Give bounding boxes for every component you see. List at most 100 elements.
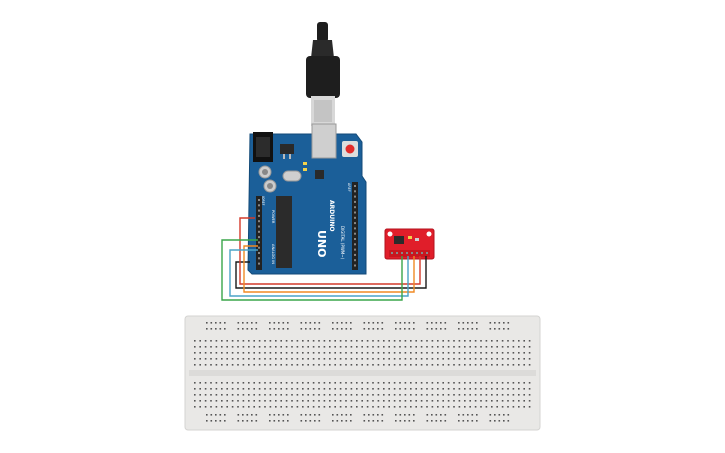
breadboard-hole[interactable] — [204, 394, 207, 396]
breadboard-hole[interactable] — [501, 406, 504, 408]
breadboard-hole[interactable] — [314, 420, 316, 422]
breadboard-hole[interactable] — [377, 352, 380, 354]
breadboard-hole[interactable] — [464, 352, 466, 354]
breadboard-hole[interactable] — [215, 382, 218, 384]
breadboard-hole[interactable] — [345, 420, 348, 422]
breadboard-hole[interactable] — [242, 388, 245, 390]
breadboard-hole[interactable] — [231, 406, 234, 408]
breadboard-hole[interactable] — [264, 400, 266, 402]
breadboard-hole[interactable] — [361, 382, 363, 384]
breadboard-hole[interactable] — [341, 414, 343, 416]
breadboard-hole[interactable] — [215, 388, 218, 390]
header-pin[interactable] — [354, 253, 356, 256]
breadboard-hole[interactable] — [210, 358, 212, 360]
breadboard-hole[interactable] — [462, 420, 465, 422]
breadboard-hole[interactable] — [350, 382, 353, 384]
breadboard-hole[interactable] — [471, 414, 474, 416]
breadboard-hole[interactable] — [258, 400, 261, 402]
breadboard-hole[interactable] — [221, 382, 223, 384]
breadboard-hole[interactable] — [372, 364, 374, 366]
breadboard-hole[interactable] — [489, 420, 492, 422]
breadboard-hole[interactable] — [462, 328, 465, 330]
breadboard-hole[interactable] — [507, 352, 509, 354]
breadboard-hole[interactable] — [462, 322, 465, 324]
header-pin[interactable] — [258, 241, 260, 244]
breadboard-hole[interactable] — [285, 382, 288, 384]
breadboard-hole[interactable] — [269, 420, 271, 422]
breadboard-hole[interactable] — [366, 340, 369, 342]
breadboard-hole[interactable] — [334, 352, 336, 354]
breadboard-hole[interactable] — [458, 340, 461, 342]
breadboard-hole[interactable] — [523, 340, 525, 342]
breadboard-hole[interactable] — [377, 414, 379, 416]
breadboard-hole[interactable] — [199, 352, 201, 354]
breadboard-hole[interactable] — [366, 346, 369, 348]
breadboard-hole[interactable] — [291, 340, 293, 342]
breadboard-hole[interactable] — [318, 382, 320, 384]
breadboard-hole[interactable] — [408, 420, 411, 422]
breadboard-hole[interactable] — [458, 322, 460, 324]
breadboard-hole[interactable] — [476, 322, 478, 324]
breadboard-hole[interactable] — [469, 388, 471, 390]
breadboard-hole[interactable] — [323, 394, 326, 396]
breadboard-hole[interactable] — [350, 322, 352, 324]
breadboard-hole[interactable] — [332, 420, 334, 422]
breadboard-hole[interactable] — [431, 358, 434, 360]
breadboard-hole[interactable] — [474, 388, 477, 390]
breadboard-hole[interactable] — [512, 394, 515, 396]
breadboard-hole[interactable] — [253, 382, 255, 384]
breadboard-hole[interactable] — [285, 346, 288, 348]
breadboard-hole[interactable] — [307, 400, 309, 402]
breadboard-hole[interactable] — [408, 414, 411, 416]
breadboard-hole[interactable] — [528, 394, 531, 396]
breadboard-hole[interactable] — [251, 322, 253, 324]
breadboard-hole[interactable] — [377, 340, 380, 342]
breadboard-hole[interactable] — [366, 394, 369, 396]
breadboard-hole[interactable] — [469, 394, 471, 396]
breadboard-hole[interactable] — [471, 420, 474, 422]
breadboard-hole[interactable] — [318, 340, 320, 342]
breadboard-hole[interactable] — [231, 346, 234, 348]
breadboard-hole[interactable] — [237, 382, 239, 384]
breadboard-hole[interactable] — [350, 394, 353, 396]
breadboard-hole[interactable] — [285, 358, 288, 360]
breadboard-hole[interactable] — [496, 394, 498, 396]
breadboard-hole[interactable] — [345, 358, 347, 360]
breadboard-hole[interactable] — [269, 328, 271, 330]
breadboard-hole[interactable] — [447, 364, 450, 366]
breadboard-hole[interactable] — [431, 352, 434, 354]
breadboard-hole[interactable] — [314, 322, 316, 324]
header-pin[interactable] — [354, 190, 356, 193]
breadboard-hole[interactable] — [210, 382, 212, 384]
breadboard-hole[interactable] — [485, 394, 488, 396]
breadboard-hole[interactable] — [350, 340, 353, 342]
breadboard-hole[interactable] — [237, 340, 239, 342]
breadboard-hole[interactable] — [226, 364, 228, 366]
breadboard-hole[interactable] — [404, 346, 407, 348]
breadboard-hole[interactable] — [426, 420, 429, 422]
breadboard-hole[interactable] — [318, 406, 320, 408]
header-pin[interactable] — [258, 246, 260, 249]
breadboard-hole[interactable] — [221, 364, 223, 366]
breadboard-hole[interactable] — [264, 382, 266, 384]
breadboard-hole[interactable] — [453, 346, 455, 348]
breadboard-hole[interactable] — [471, 328, 474, 330]
breadboard-hole[interactable] — [312, 364, 315, 366]
breadboard-hole[interactable] — [221, 358, 223, 360]
breadboard-hole[interactable] — [442, 394, 444, 396]
breadboard-hole[interactable] — [480, 352, 482, 354]
breadboard-hole[interactable] — [474, 346, 477, 348]
breadboard-hole[interactable] — [491, 340, 493, 342]
breadboard-hole[interactable] — [345, 414, 348, 416]
breadboard-hole[interactable] — [318, 388, 320, 390]
breadboard-hole[interactable] — [282, 322, 285, 324]
breadboard-hole[interactable] — [528, 346, 531, 348]
breadboard-hole[interactable] — [300, 414, 303, 416]
breadboard-hole[interactable] — [383, 394, 385, 396]
breadboard-hole[interactable] — [435, 414, 438, 416]
breadboard-hole[interactable] — [458, 364, 461, 366]
breadboard-hole[interactable] — [275, 340, 277, 342]
breadboard-hole[interactable] — [491, 346, 493, 348]
breadboard-hole[interactable] — [462, 414, 465, 416]
breadboard-hole[interactable] — [307, 394, 309, 396]
